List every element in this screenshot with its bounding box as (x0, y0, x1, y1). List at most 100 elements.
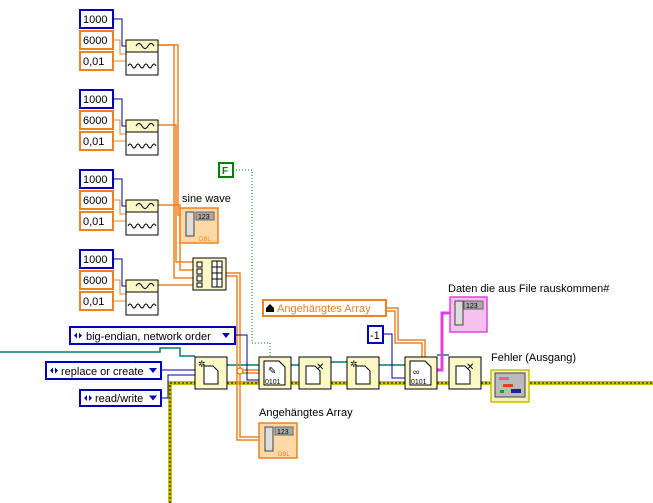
frequency-wire[interactable] (113, 279, 126, 295)
sine-generator-group: 1000 6000 0,01 (79, 169, 159, 236)
sine-icon (135, 123, 155, 129)
frequency-constant[interactable]: 6000 (79, 190, 114, 210)
enum-arrows-icon (74, 332, 82, 339)
binary-glyph: 0101 (265, 379, 281, 386)
samples-value: 1000 (83, 174, 107, 186)
waveform-icon (127, 303, 157, 309)
file-data-indicator[interactable]: 123 (449, 296, 488, 333)
boolean-constant[interactable]: F (218, 162, 234, 178)
samples-value: 1000 (83, 254, 107, 266)
numeric-glyph: 123 (466, 303, 478, 310)
byte-order-value: big-endian, network order (86, 331, 211, 343)
local-variable-name: Angehängtes Array (277, 303, 371, 315)
new-file-icon: ✲ (350, 359, 358, 369)
sine-generator-group: 1000 6000 0,01 (79, 249, 159, 316)
write-binary-node[interactable]: ✎ 0101 (258, 356, 292, 390)
data-wire[interactable] (437, 311, 452, 372)
error-out-label: Fehler (Ausgang) (491, 352, 576, 364)
samples-value: 1000 (83, 14, 107, 26)
dropdown-icon (149, 368, 157, 373)
count-constant[interactable]: -1 (367, 325, 384, 344)
frequency-constant[interactable]: 6000 (79, 110, 114, 130)
samples-constant[interactable]: 1000 (79, 9, 114, 29)
samples-wire[interactable] (113, 258, 126, 287)
byte-order-enum[interactable]: big-endian, network order (69, 326, 236, 345)
enum-arrows-icon (50, 367, 58, 374)
dbl-glyph: DBL (278, 452, 290, 458)
dropdown-icon (222, 333, 230, 338)
error-out-indicator[interactable] (490, 369, 530, 403)
samples-wire[interactable] (113, 18, 126, 47)
frequency-wire[interactable] (113, 119, 126, 135)
operation-enum[interactable]: replace or create (45, 361, 162, 380)
open-file-node[interactable]: ✲ (194, 356, 228, 390)
close-icon: ✕ (316, 362, 324, 373)
binary-glyph: 0101 (411, 379, 427, 386)
sine-generator-group: 1000 6000 0,01 (79, 89, 159, 156)
count-value: -1 (370, 330, 380, 342)
samples-constant[interactable]: 1000 (79, 169, 114, 189)
sine-icon (135, 43, 155, 49)
numeric-glyph: 123 (198, 214, 210, 221)
dbl-glyph: DBL (199, 237, 211, 243)
appended-array-label: Angehängtes Array (259, 407, 353, 419)
build-array-node[interactable] (192, 257, 227, 291)
numeric-glyph: 123 (277, 429, 289, 436)
access-enum[interactable]: read/write (79, 389, 162, 407)
file-data-label: Daten die aus File rauskommen# (448, 283, 610, 295)
sine-waveform-node[interactable] (125, 279, 159, 316)
new-file-icon: ✲ (198, 359, 206, 369)
waveform-icon (127, 143, 157, 149)
sine-waveform-node[interactable] (125, 199, 159, 236)
samples-value: 1000 (83, 94, 107, 106)
amplitude-constant[interactable]: 0,01 (79, 291, 114, 311)
close-file-node-2[interactable]: ✕ (448, 356, 482, 390)
frequency-value: 6000 (83, 275, 107, 287)
amplitude-value: 0,01 (83, 296, 104, 308)
frequency-constant[interactable]: 6000 (79, 30, 114, 50)
amplitude-constant[interactable]: 0,01 (79, 51, 114, 71)
close-icon: ✕ (466, 362, 474, 373)
sine-waveform-node[interactable] (125, 39, 159, 76)
frequency-value: 6000 (83, 115, 107, 127)
sine-generator-group: 1000 6000 0,01 (79, 9, 159, 76)
sine-icon (135, 203, 155, 209)
frequency-constant[interactable]: 6000 (79, 270, 114, 290)
house-icon (266, 304, 274, 312)
sine-wave-indicator[interactable]: 123 DBL (179, 207, 219, 244)
access-value: read/write (95, 393, 143, 405)
samples-constant[interactable]: 1000 (79, 249, 114, 269)
refnum-wire[interactable] (0, 347, 449, 366)
amplitude-value: 0,01 (83, 56, 104, 68)
read-binary-node[interactable]: ∞ 0101 (404, 356, 438, 390)
frequency-value: 6000 (83, 35, 107, 47)
sine-icon (135, 283, 155, 289)
samples-constant[interactable]: 1000 (79, 89, 114, 109)
frequency-value: 6000 (83, 195, 107, 207)
amplitude-constant[interactable]: 0,01 (79, 211, 114, 231)
appended-array-indicator[interactable]: 123 DBL (258, 422, 298, 459)
waveform-icon (127, 223, 157, 229)
samples-wire[interactable] (113, 178, 126, 207)
waveform-icon (127, 63, 157, 69)
frequency-wire[interactable] (113, 199, 126, 215)
close-file-node[interactable]: ✕ (298, 356, 332, 390)
samples-wire[interactable] (113, 98, 126, 127)
amplitude-value: 0,01 (83, 136, 104, 148)
appended-array-local-variable[interactable]: Angehängtes Array (262, 299, 387, 317)
boolean-wire[interactable] (233, 169, 271, 357)
frequency-wire[interactable] (113, 39, 126, 55)
structure-frame[interactable] (168, 381, 653, 503)
glasses-icon: ∞ (413, 367, 419, 377)
amplitude-value: 0,01 (83, 216, 104, 228)
enum-arrows-icon (84, 395, 92, 401)
open-file-node-2[interactable]: ✲ (346, 356, 380, 390)
sine-wave-label: sine wave (182, 193, 231, 205)
sine-waveform-node[interactable] (125, 119, 159, 156)
enum-wires[interactable] (161, 333, 405, 399)
pencil-icon: ✎ (268, 366, 276, 377)
amplitude-constant[interactable]: 0,01 (79, 131, 114, 151)
boolean-value: F (222, 166, 228, 177)
operation-value: replace or create (61, 366, 144, 378)
